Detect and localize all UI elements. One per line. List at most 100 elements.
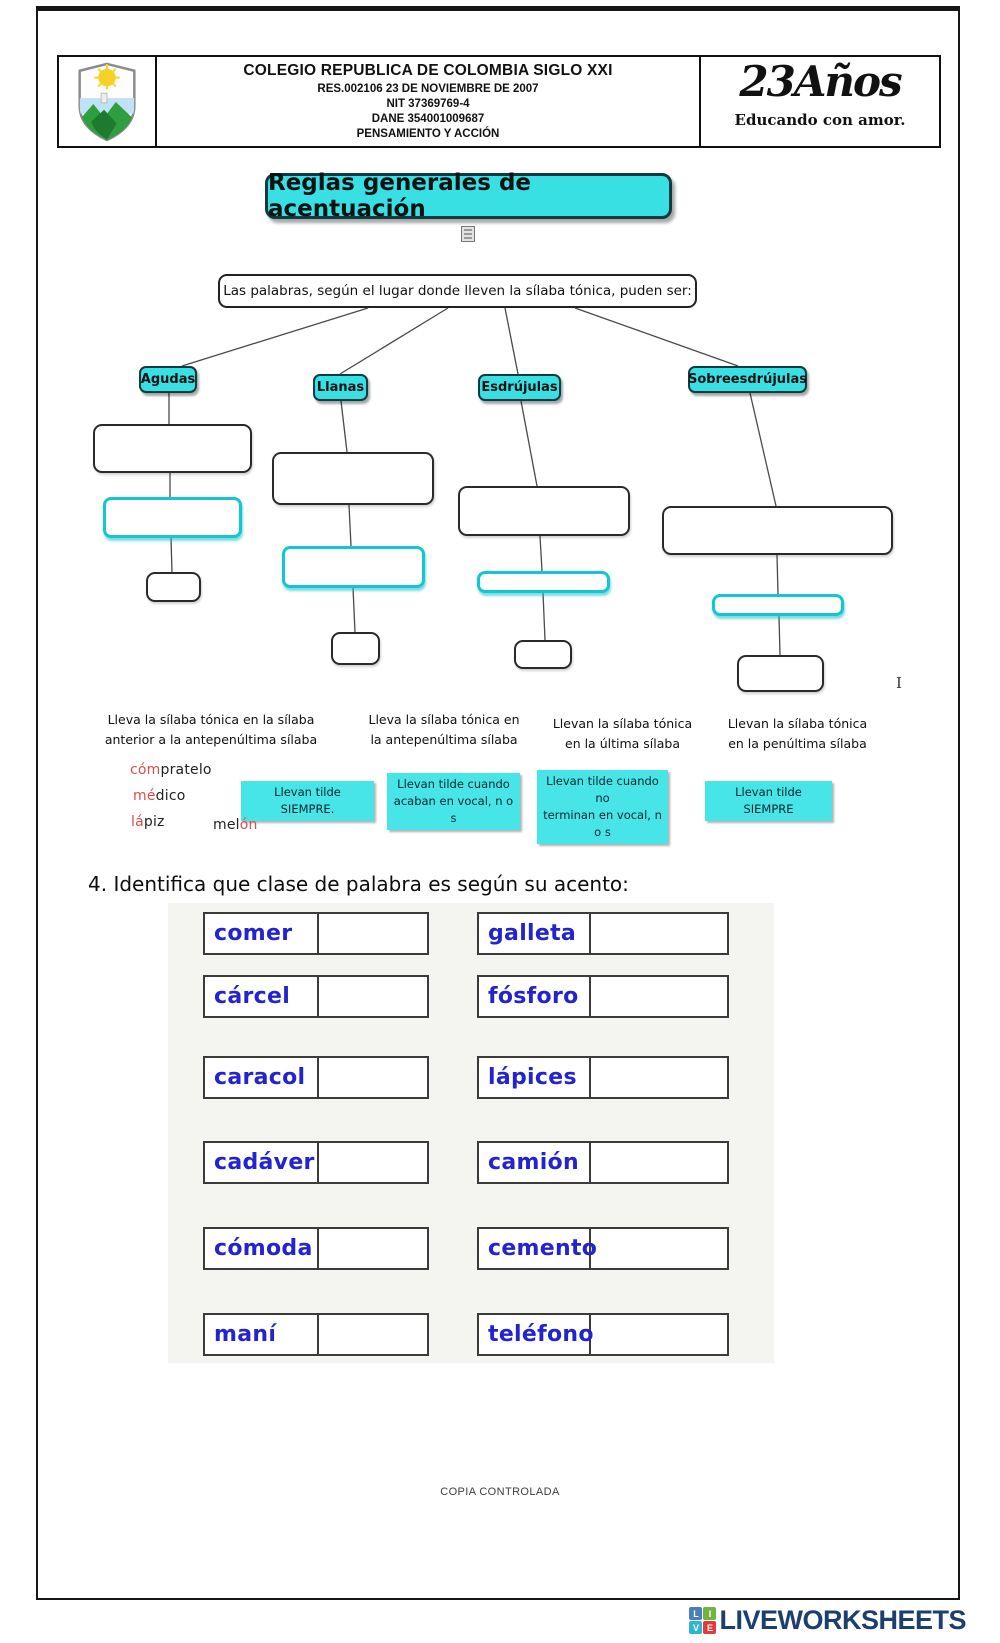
exercise-row-2: cárcel fósforo — [0, 975, 1000, 1018]
example-word-medico: médico — [133, 788, 186, 804]
word-box-telefono: teléfono — [477, 1313, 729, 1356]
dropbox-col4-definition[interactable] — [662, 506, 893, 555]
controlled-copy-label: COPIA CONTROLADA — [440, 1486, 560, 1498]
rule-chip-2: Llevan tilde cuando acaban en vocal, n o… — [387, 773, 520, 830]
answer-field-caracol[interactable] — [319, 1058, 427, 1097]
exercise-row-5: cómoda cemento — [0, 1227, 1000, 1270]
description-1-line1: Lleva la sílaba tónica en la sílaba — [107, 712, 315, 727]
intro-statement: Las palabras, según el lugar donde lleve… — [218, 274, 697, 308]
liveworksheets-wordmark: LIVEWORKSHEETS — [719, 1605, 966, 1635]
school-nit: NIT 37369769-4 — [386, 98, 470, 110]
answer-field-comer[interactable] — [319, 914, 427, 953]
dropbox-col3-example[interactable] — [514, 640, 572, 669]
category-sobreesdrujulas: Sobreesdrújulas — [688, 366, 807, 393]
text-cursor-artifact: I — [896, 674, 902, 692]
description-3-line1: Llevan la sílaba tónica — [552, 716, 693, 731]
category-llanas: Llanas — [313, 374, 368, 401]
dropbox-col4-rule[interactable] — [712, 594, 844, 616]
dropbox-col1-rule[interactable] — [103, 497, 242, 538]
category-agudas: Agudas — [139, 366, 197, 393]
dropbox-col2-example[interactable] — [331, 632, 380, 665]
answer-field-cadaver[interactable] — [319, 1143, 427, 1182]
years-number: 23 — [739, 57, 795, 106]
word-label: maní — [205, 1315, 319, 1354]
answer-field-carcel[interactable] — [319, 977, 427, 1016]
description-4-line1: Llevan la sílaba tónica — [727, 716, 868, 731]
answer-field-comoda[interactable] — [319, 1229, 427, 1268]
description-block-3: Llevan la sílaba tónica en la última síl… — [545, 714, 700, 754]
rule-2-line1: Llevan tilde cuando — [397, 777, 510, 791]
liveworksheets-brand[interactable]: L I V E LIVEWORKSHEETS — [689, 1605, 966, 1636]
description-2-line1: Lleva la sílaba tónica en — [368, 712, 520, 727]
worksheet-title: Reglas generales de acentuación — [265, 170, 672, 222]
note-icon[interactable] — [461, 226, 475, 242]
category-esdrujulas: Esdrújulas — [478, 374, 561, 401]
dropbox-col4-example[interactable] — [737, 655, 824, 692]
school-motto: PENSAMIENTO Y ACCIÓN — [356, 128, 500, 140]
years-word: Años — [793, 57, 903, 106]
exercise-row-3: caracol lápices — [0, 1056, 1000, 1099]
example-word-compratelo: cómpratelo — [130, 762, 212, 778]
rule-chip-3: Llevan tilde cuando no terminan en vocal… — [537, 770, 668, 844]
word-label: galleta — [479, 914, 591, 953]
example-word-lapiz: lápiz — [131, 814, 165, 830]
exercise-row-4: cadáver camión — [0, 1141, 1000, 1184]
dropbox-col1-example[interactable] — [146, 572, 201, 602]
rule-2-line2: acaban en vocal, n o s — [393, 794, 514, 825]
answer-field-galleta[interactable] — [591, 914, 727, 953]
school-resolution: RES.002106 23 DE NOVIEMBRE DE 2007 — [317, 83, 539, 95]
description-3-line2: en la última sílaba — [565, 736, 680, 751]
word-label: comer — [205, 914, 319, 953]
word-label: cadáver — [205, 1143, 319, 1182]
dropbox-col2-rule[interactable] — [282, 546, 425, 588]
answer-field-cemento[interactable] — [591, 1229, 727, 1268]
description-1-line2: anterior a la antepenúltima sílaba — [104, 732, 318, 747]
anniversary-cell: 23Años Educando con amor. — [701, 57, 939, 146]
logo-square-i: I — [703, 1607, 717, 1620]
dropbox-col2-definition[interactable] — [272, 452, 434, 505]
word-box-caracol: caracol — [203, 1056, 429, 1099]
exercise-heading: 4. Identifica que clase de palabra es se… — [88, 872, 629, 896]
answer-field-fosforo[interactable] — [591, 977, 727, 1016]
description-block-2: Lleva la sílaba tónica en la antepenúlti… — [364, 710, 524, 750]
answer-field-lapices[interactable] — [591, 1058, 727, 1097]
logo-square-e: E — [703, 1621, 717, 1634]
logo-square-v: V — [689, 1621, 703, 1634]
word-label: lápices — [479, 1058, 591, 1097]
school-info: COLEGIO REPUBLICA DE COLOMBIA SIGLO XXI … — [157, 57, 701, 146]
word-label: cemento — [479, 1229, 597, 1268]
school-dane: DANE 354001009687 — [371, 113, 485, 125]
crest-shield-icon — [78, 62, 136, 141]
word-box-cadaver: cadáver — [203, 1141, 429, 1184]
answer-field-telefono[interactable] — [591, 1315, 727, 1354]
example-word-melon: melón — [213, 817, 258, 833]
word-box-cemento: cemento — [477, 1227, 729, 1270]
word-box-camion: camión — [477, 1141, 729, 1184]
dropbox-col1-definition[interactable] — [93, 424, 252, 473]
dropbox-col3-rule[interactable] — [477, 571, 610, 593]
school-slogan: Educando con amor. — [734, 111, 906, 129]
word-label: cómoda — [205, 1229, 319, 1268]
description-block-4: Llevan la sílaba tónica en la penúltima … — [720, 714, 875, 754]
liveworksheets-logo-icon: L I V E — [689, 1607, 717, 1634]
exercise-panel — [168, 903, 774, 1363]
logo-square-l: L — [689, 1607, 703, 1620]
answer-field-camion[interactable] — [591, 1143, 727, 1182]
dropbox-col3-definition[interactable] — [458, 486, 630, 536]
rule-1-line1: Llevan tilde SIEMPRE. — [274, 785, 341, 816]
word-box-galleta: galleta — [477, 912, 729, 955]
word-label: cárcel — [205, 977, 319, 1016]
exercise-row-1: comer galleta — [0, 912, 1000, 955]
rule-3-line2: terminan en vocal, n o s — [543, 808, 662, 839]
word-box-lapices: lápices — [477, 1056, 729, 1099]
school-name: COLEGIO REPUBLICA DE COLOMBIA SIGLO XXI — [243, 62, 613, 79]
word-box-mani: maní — [203, 1313, 429, 1356]
word-box-carcel: cárcel — [203, 975, 429, 1018]
word-box-fosforo: fósforo — [477, 975, 729, 1018]
school-crest-logo — [59, 57, 157, 146]
description-block-1: Lleva la sílaba tónica en la sílaba ante… — [100, 710, 322, 750]
word-label: teléfono — [479, 1315, 593, 1354]
description-2-line2: la antepenúltima sílaba — [370, 732, 518, 747]
word-box-comer: comer — [203, 912, 429, 955]
answer-field-mani[interactable] — [319, 1315, 427, 1354]
